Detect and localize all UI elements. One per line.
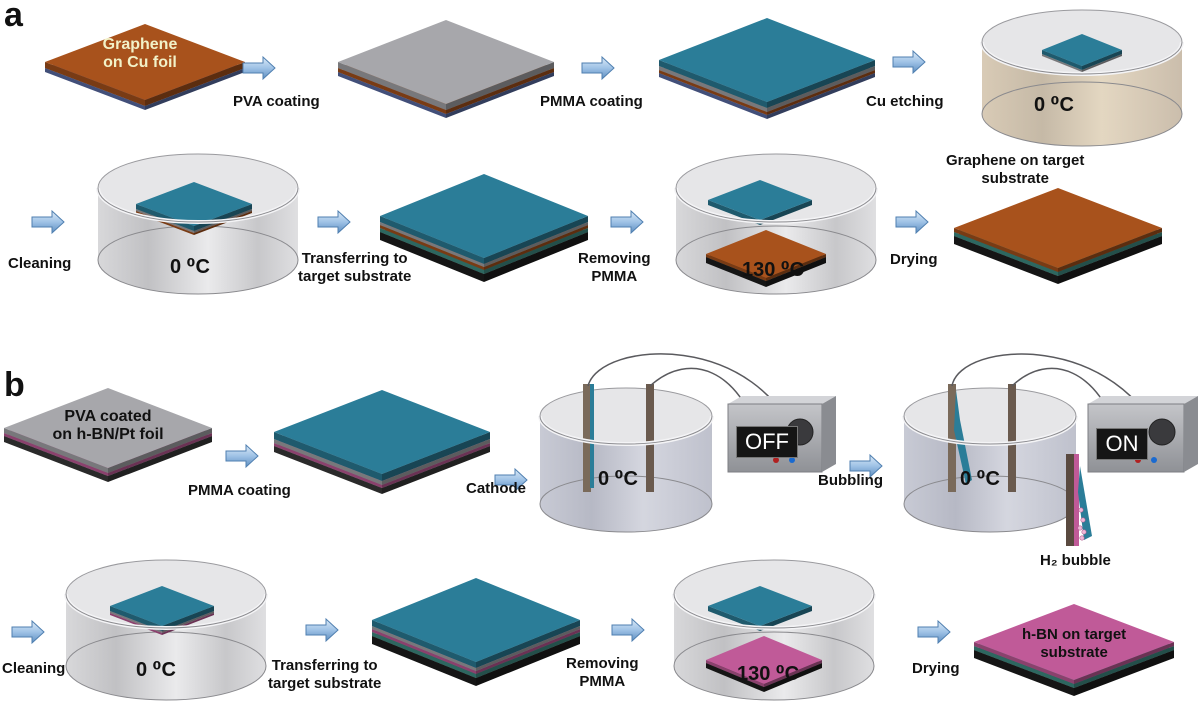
result-graphene-label: Graphene on target substrate (946, 152, 1084, 188)
graphene-cu-label: Graphene on Cu foil (88, 36, 192, 72)
h2-bubble-icon-2 (1078, 526, 1082, 530)
a-arrow-2-icon (582, 57, 614, 79)
panel-label-b: b (4, 366, 25, 405)
a-arrow-1-icon (243, 57, 275, 79)
step-transfer-b: Transferring to target substrate (268, 657, 381, 693)
b-power-on-top (1088, 396, 1198, 404)
b-arrow-7-icon (918, 621, 950, 643)
switch-off-display: OFF (736, 426, 798, 458)
step-pva-coating: PVA coating (233, 93, 320, 111)
step-cathode: Cathode (466, 480, 526, 498)
result-hbn-label: h-BN on target substrate (1022, 626, 1126, 662)
a-arrow-6-icon (611, 211, 643, 233)
step-pmma-coating-b: PMMA coating (188, 482, 291, 500)
step-cleaning-b: Cleaning (2, 660, 65, 678)
h2-bubble-icon-0 (1079, 508, 1083, 512)
step-pmma-coating: PMMA coating (540, 93, 643, 111)
step-remove-pmma-b: Removing PMMA (566, 655, 639, 691)
b-power-off-side (822, 396, 836, 472)
h2-bubble-label: H₂ bubble (1040, 552, 1111, 570)
switch-on-display: ON (1096, 428, 1148, 460)
b-inset-hbn (1074, 454, 1079, 546)
b-anode-electrode (646, 384, 654, 492)
b-bubble-electrode-2 (1008, 384, 1016, 492)
temp-remove-a: 130 ⁰C (742, 257, 804, 282)
pva-hbn-label: PVA coated on h-BN/Pt foil (46, 408, 170, 444)
temp-bubbling: 0 ⁰C (960, 466, 1000, 491)
step-cleaning-a: Cleaning (8, 255, 71, 273)
b-power-off-top (728, 396, 836, 404)
step-drying-a: Drying (890, 251, 938, 269)
b-power-on-knob-icon (1149, 419, 1175, 445)
step-drying-b: Drying (912, 660, 960, 678)
h2-bubble-icon-3 (1082, 530, 1086, 534)
a-arrow-4-icon (32, 211, 64, 233)
b-arrow-5-icon (306, 619, 338, 641)
temp-etch: 0 ⁰C (1034, 92, 1074, 117)
step-bubbling: Bubbling (818, 472, 883, 490)
b-cathode-film (590, 384, 594, 488)
a-arrow-5-icon (318, 211, 350, 233)
a-arrow-7-icon (896, 211, 928, 233)
b-power-on-blue-terminal-icon (1151, 457, 1157, 463)
h2-bubble-icon-1 (1081, 518, 1085, 522)
step-remove-pmma-a: Removing PMMA (578, 250, 651, 286)
step-cu-etching: Cu etching (866, 93, 944, 111)
temp-clean-a: 0 ⁰C (170, 254, 210, 279)
a-arrow-3-icon (893, 51, 925, 73)
b-power-on-side (1184, 396, 1198, 472)
b-arrow-6-icon (612, 619, 644, 641)
b-bubble-electrode-1 (948, 384, 956, 492)
b-cathode-electrode-1 (583, 384, 591, 492)
b-arrow-1-icon (226, 445, 258, 467)
temp-remove-b: 130 ⁰C (737, 661, 799, 686)
b-inset-electrode (1066, 454, 1074, 546)
panel-label-a: a (4, 0, 23, 35)
step-transfer-a: Transferring to target substrate (298, 250, 411, 286)
b-arrow-4-icon (12, 621, 44, 643)
h2-bubble-icon-4 (1080, 536, 1084, 540)
temp-cathode: 0 ⁰C (598, 466, 638, 491)
temp-clean-b: 0 ⁰C (136, 657, 176, 682)
a-pva-stack-layer2-top (338, 20, 554, 104)
